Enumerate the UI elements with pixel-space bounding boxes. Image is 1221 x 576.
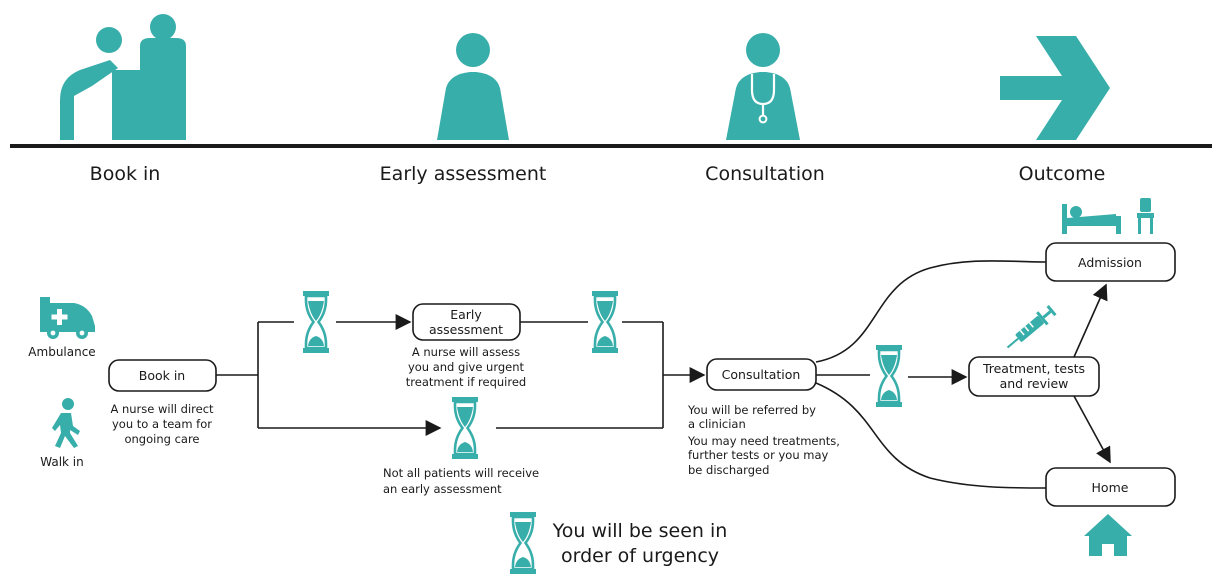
note-book-in-line3: ongoing care bbox=[124, 432, 199, 446]
stage-label-consultation: Consultation bbox=[705, 163, 825, 185]
note-not-all-line1: Not all patients will receive bbox=[383, 466, 539, 480]
flow-lines bbox=[216, 260, 1111, 489]
node-consultation: Consultation bbox=[706, 358, 817, 391]
legend-line1: You will be seen in bbox=[552, 520, 728, 542]
chair-icon bbox=[1137, 198, 1154, 234]
note-consultation: You will be referred by a clinician You … bbox=[687, 403, 840, 477]
note-early-assessment-line3: treatment if required bbox=[406, 375, 526, 389]
hourglass-icon bbox=[508, 510, 538, 576]
hourglass-icon bbox=[590, 289, 620, 355]
legend-line2: order of urgency bbox=[561, 545, 719, 567]
node-home: Home bbox=[1045, 467, 1176, 507]
note-early-assessment: A nurse will assess you and give urgent … bbox=[406, 345, 526, 389]
node-treatment: Treatment, tests and review bbox=[968, 356, 1100, 397]
hourglass-icon bbox=[301, 289, 331, 355]
node-label-treatment-line2: and review bbox=[1000, 376, 1069, 391]
note-not-all-patients: Not all patients will receive an early a… bbox=[383, 466, 539, 496]
node-book-in: Book in bbox=[108, 359, 217, 392]
ambulance-icon bbox=[40, 297, 95, 339]
note-consultation-line1: You will be referred by bbox=[687, 403, 816, 417]
note-consultation-line4: further tests or you may bbox=[688, 448, 829, 462]
note-not-all-line2: an early assessment bbox=[383, 482, 502, 496]
node-admission: Admission bbox=[1045, 242, 1176, 282]
note-book-in-line1: A nurse will direct bbox=[110, 402, 214, 416]
node-label-treatment-line1: Treatment, tests bbox=[982, 361, 1085, 376]
patient-icon bbox=[437, 33, 509, 140]
reception-desk-icon bbox=[60, 14, 186, 140]
arrival-label-ambulance: Ambulance bbox=[28, 345, 95, 359]
hourglass-icon bbox=[450, 395, 480, 461]
note-book-in: A nurse will direct you to a team for on… bbox=[110, 402, 214, 446]
hourglass-icon bbox=[874, 343, 904, 409]
node-label-home: Home bbox=[1092, 480, 1129, 495]
stage-label-book-in: Book in bbox=[90, 163, 161, 185]
doctor-icon bbox=[726, 33, 800, 140]
bed-icon bbox=[1062, 204, 1121, 234]
node-early-assessment: Early assessment bbox=[412, 303, 521, 341]
note-consultation-line5: be discharged bbox=[688, 463, 769, 477]
legend: You will be seen in order of urgency bbox=[508, 510, 728, 576]
note-book-in-line2: you to a team for bbox=[112, 417, 212, 431]
node-label-early-assessment-line2: assessment bbox=[429, 322, 503, 337]
stage-label-early-assessment: Early assessment bbox=[380, 163, 547, 185]
syringe-icon bbox=[1006, 305, 1057, 349]
stage-label-outcome: Outcome bbox=[1019, 163, 1106, 185]
arrow-right-icon bbox=[1000, 36, 1110, 140]
note-consultation-line2: a clinician bbox=[688, 417, 746, 431]
node-label-admission: Admission bbox=[1078, 255, 1142, 270]
node-label-book-in: Book in bbox=[139, 368, 185, 383]
note-consultation-line3: You may need treatments, bbox=[687, 434, 840, 448]
arrival-label-walk-in: Walk in bbox=[40, 455, 84, 469]
note-early-assessment-line2: you and give urgent bbox=[408, 360, 525, 374]
walking-person-icon bbox=[52, 398, 80, 448]
note-early-assessment-line1: A nurse will assess bbox=[412, 345, 520, 359]
house-icon bbox=[1084, 514, 1132, 556]
node-label-early-assessment-line1: Early bbox=[450, 307, 482, 322]
node-label-consultation: Consultation bbox=[722, 367, 801, 382]
